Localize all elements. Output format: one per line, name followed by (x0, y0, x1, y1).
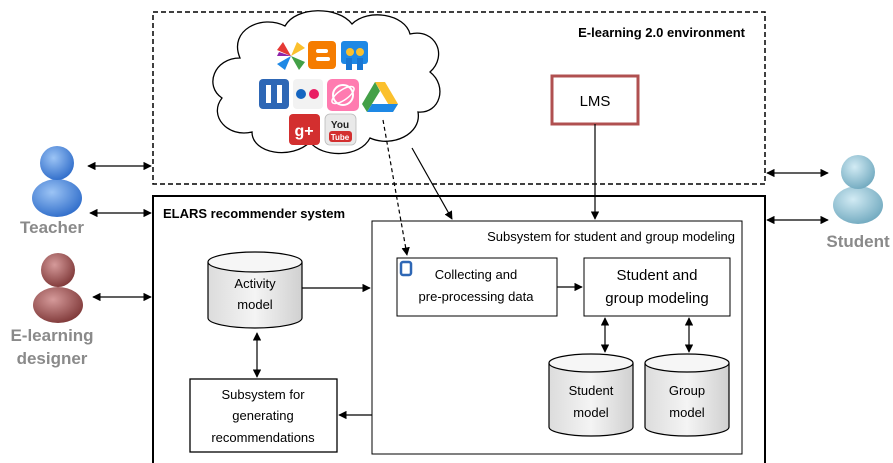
student-group-modeling-label-1: Student and (617, 267, 698, 284)
teacher-label: Teacher (20, 218, 84, 237)
elars-title: ELARS recommender system (163, 206, 345, 221)
youtube-text-you: You (331, 120, 349, 131)
generating-label-3: recommendations (211, 430, 315, 445)
designer-label-2: designer (17, 349, 88, 368)
group-model-cylinder: Group model (644, 353, 730, 437)
slideshare-icon (341, 41, 368, 70)
collecting-label-2: pre-processing data (419, 289, 535, 304)
flickr-icon (293, 79, 323, 109)
cloud-to-collecting-dashed-arrow (382, 119, 410, 256)
youtube-icon: You Tube (324, 113, 357, 146)
student-label: Student (826, 232, 890, 251)
modeling-subsystem-title: Subsystem for student and group modeling (487, 229, 735, 244)
blogger-icon (308, 41, 336, 69)
student-model-label-1: Student (569, 383, 614, 398)
activity-model-cylinder: Activity model (207, 251, 303, 329)
lms-label: LMS (580, 93, 611, 110)
activity-model-label-1: Activity (234, 276, 276, 291)
generating-label-2: generating (232, 408, 293, 423)
web-tools-cloud (212, 10, 441, 155)
elearning-environment-frame (152, 11, 766, 185)
google-plus-icon: g+ (289, 114, 320, 145)
student-group-modeling-label-2: group modeling (605, 290, 708, 307)
cloud-to-subsystem-arrow (411, 147, 453, 220)
student-model-label-2: model (573, 405, 609, 420)
collecting-port-icon (399, 260, 413, 277)
generating-label-1: Subsystem for (221, 387, 305, 402)
group-model-label-2: model (669, 405, 705, 420)
collecting-box (396, 257, 558, 317)
activity-model-label-2: model (237, 297, 273, 312)
elars-frame (152, 195, 766, 463)
youtube-text-tube: Tube (331, 133, 350, 142)
student-model-cylinder: Student model (548, 353, 634, 437)
google-drive-icon (362, 82, 398, 112)
group-model-label-1: Group (669, 383, 705, 398)
pinwheel-icon (277, 42, 305, 70)
designer-label-1: E-learning (10, 326, 93, 345)
student-group-modeling-box (583, 257, 731, 317)
teacher-icon (32, 146, 82, 217)
google-plus-text: g+ (294, 123, 313, 140)
orbit-icon (327, 79, 359, 111)
ii-icon (259, 79, 289, 109)
generating-box (189, 378, 338, 453)
student-icon (833, 155, 883, 224)
connectors (87, 119, 829, 420)
elearning-environment-title: E-learning 2.0 environment (578, 25, 746, 40)
collecting-label-1: Collecting and (435, 267, 517, 282)
designer-icon (33, 253, 83, 323)
